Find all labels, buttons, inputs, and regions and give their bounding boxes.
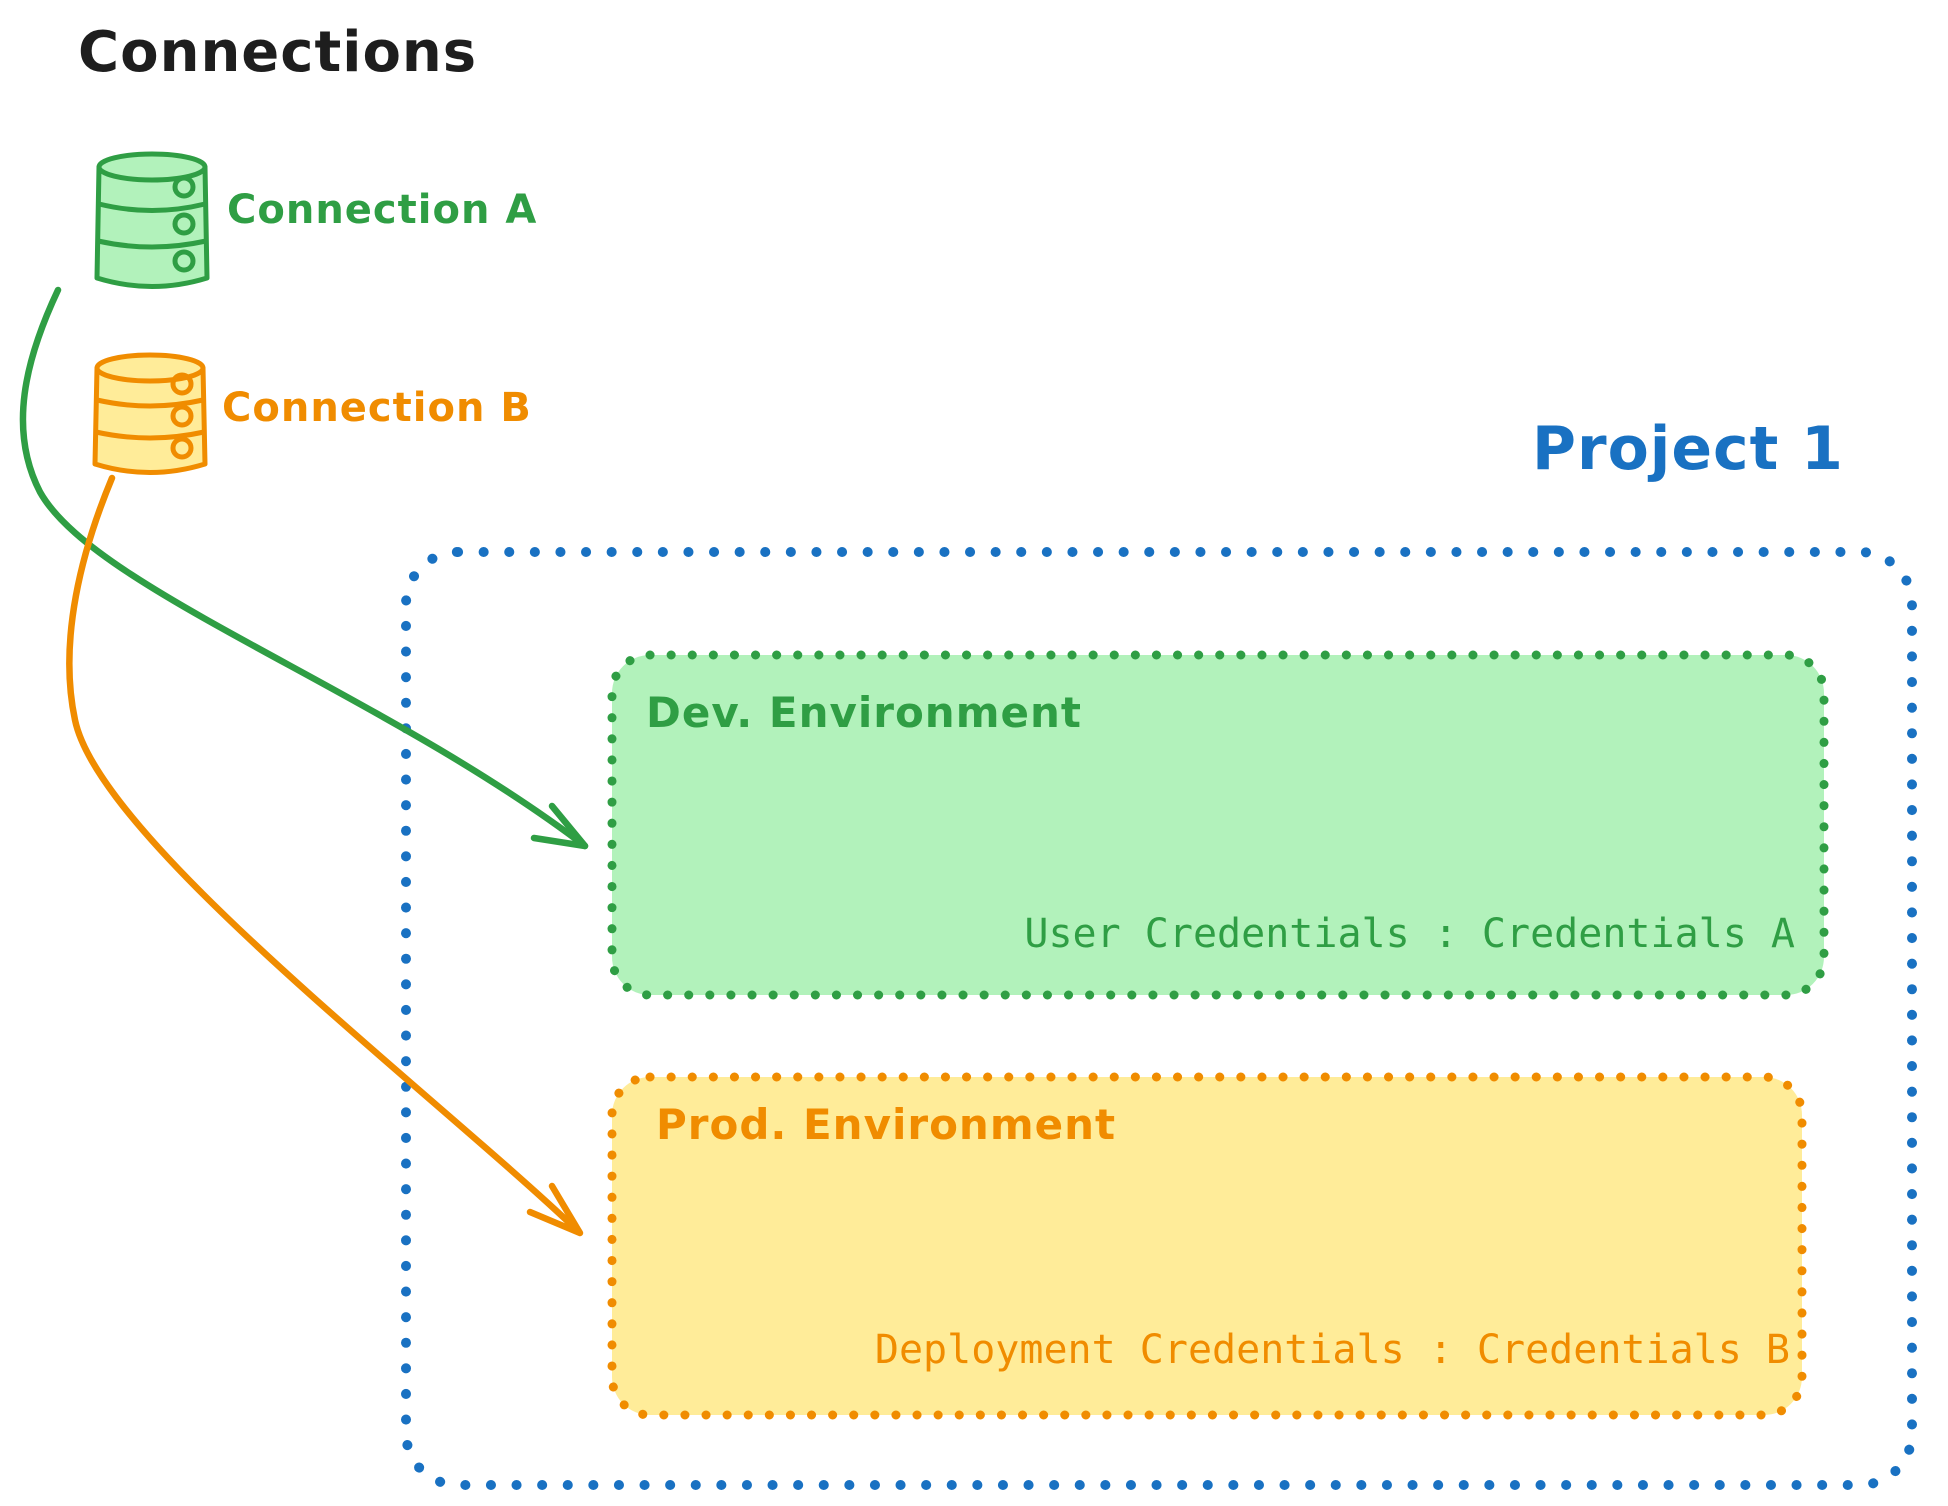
arrowhead <box>526 1182 584 1237</box>
connection-b-arrow <box>66 474 584 1237</box>
prod-environment-title: Prod. Environment <box>656 1100 1117 1149</box>
dev-environment-title: Dev. Environment <box>646 688 1082 737</box>
diagram-title: Connections <box>78 20 478 85</box>
prod-environment-box <box>607 1072 1807 1420</box>
dev-environment-credentials: User Credentials : Credentials A <box>1024 911 1795 957</box>
database-icon <box>94 151 210 289</box>
arrowhead <box>530 802 589 850</box>
project-title: Project 1 <box>1532 414 1844 484</box>
connection-a-label: Connection A <box>227 187 538 233</box>
connection-b-label: Connection B <box>222 385 532 431</box>
prod-environment-credentials: Deployment Credentials : Credentials B <box>874 1327 1790 1373</box>
dev-environment-box <box>607 650 1829 1000</box>
database-icon <box>92 352 208 475</box>
project-box <box>401 547 1917 1490</box>
